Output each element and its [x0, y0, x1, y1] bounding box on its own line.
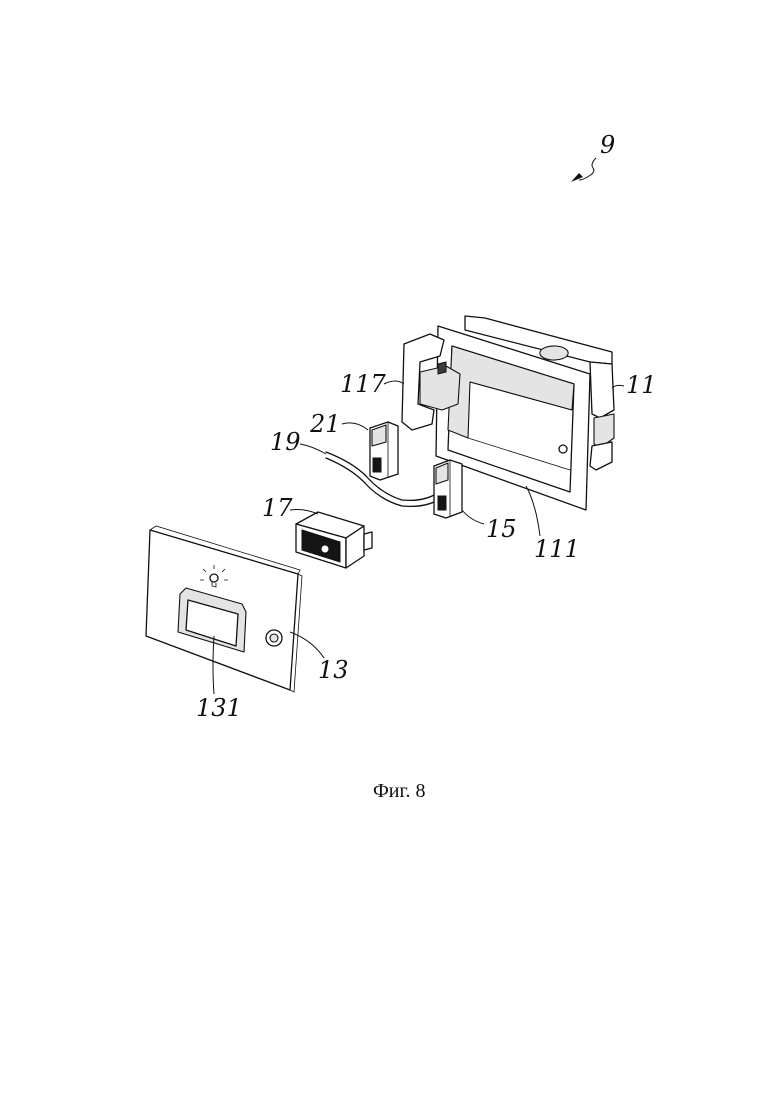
label-131: 131	[196, 694, 242, 722]
leader-15	[462, 510, 484, 524]
arrow-head-icon	[571, 173, 583, 182]
leader-17	[290, 510, 318, 515]
label-9: 9	[600, 131, 615, 159]
leader-117	[384, 381, 404, 384]
leader-131	[213, 636, 214, 694]
label-15: 15	[486, 515, 517, 543]
label-19: 19	[270, 428, 301, 456]
leader-111	[526, 486, 540, 536]
front-panel-13	[146, 526, 302, 692]
connector-21	[370, 422, 398, 480]
label-21: 21	[309, 410, 341, 438]
leader-11	[612, 385, 624, 388]
connector-15	[434, 460, 462, 518]
label-13: 13	[318, 656, 349, 684]
leader-19	[300, 444, 326, 454]
leader-13	[290, 632, 324, 658]
figure-caption: Фиг. 8	[373, 780, 425, 802]
rocker-switch-17	[296, 512, 372, 568]
label-17: 17	[262, 494, 293, 522]
label-11: 11	[626, 371, 657, 399]
leader-21	[342, 423, 368, 430]
label-111: 111	[534, 535, 580, 563]
label-117: 117	[340, 370, 387, 398]
assembly-reference: 9	[571, 131, 615, 182]
